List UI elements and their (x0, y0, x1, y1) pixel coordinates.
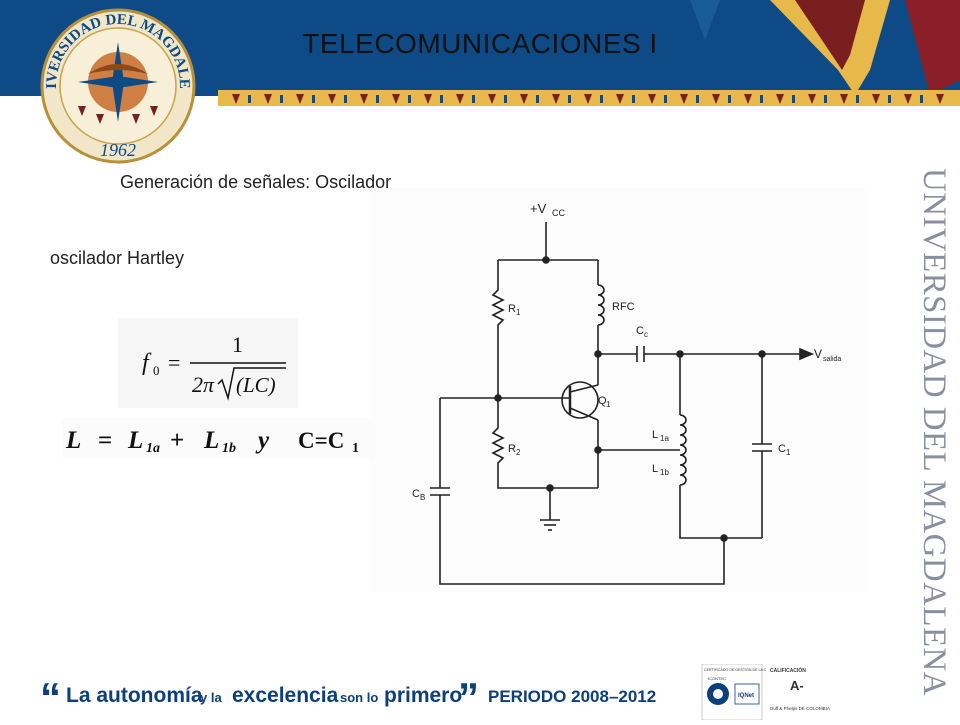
banner-stripe-pattern (232, 94, 944, 104)
q1-sub: 1 (606, 400, 611, 409)
certification-logos: CERTIFICADO DE GESTIÓN DE LA CALIDAD ICO… (700, 663, 830, 721)
tank-inductor (679, 414, 687, 486)
r1-resistor (491, 260, 505, 398)
hartley-circuit-diagram: +V CC R 1 RFC C c V salida Q 1 (370, 188, 866, 592)
formula2-equals: = (98, 427, 112, 454)
output-arrow (799, 347, 815, 361)
slogan-part-1: La autonomía (66, 684, 203, 707)
formula-radicand: (LC) (236, 373, 276, 397)
frequency-formula: f 0 = 1 2π (LC) (118, 318, 298, 408)
rfc-label: RFC (612, 301, 635, 313)
formula2-L1a: L (127, 427, 143, 454)
r2-sub: 2 (516, 448, 521, 457)
university-seal: UNIVERSIDAD DEL MAGDALENA 1962 (38, 4, 196, 164)
iqnet-logo (734, 683, 760, 705)
icontec-title: CERTIFICADO DE GESTIÓN DE LA CALIDAD (704, 667, 780, 672)
r1-label: R (508, 303, 516, 315)
section-subtitle: Generación de señales: Oscilador (120, 172, 392, 192)
sqrt-sign (217, 367, 286, 401)
close-quote: ” (458, 674, 479, 718)
cc-label: C (636, 325, 644, 337)
r1-sub: 1 (516, 308, 521, 317)
cb-label: C (412, 488, 420, 500)
q1-emitter (569, 407, 599, 421)
r2-label: R (508, 443, 516, 455)
page-title: TELECOMUNICACIONES I (302, 28, 658, 59)
formula-f-sub: 0 (153, 363, 160, 378)
formula2-L1a-sub: 1a (146, 441, 160, 456)
banner-decoration (690, 0, 960, 95)
node-tank-bottom (720, 534, 728, 542)
inductance-formula: L = L 1a + L 1b y C=C 1 (62, 418, 382, 458)
formula-equals: = (168, 350, 180, 375)
rfc-inductor (597, 284, 605, 326)
vcc-sub: CC (552, 208, 565, 218)
rating-grade: A- (790, 678, 804, 693)
formula2-L1b-sub: 1b (222, 441, 236, 456)
footer-slogan: “ La autonomía y la excelencia son lo pr… (0, 668, 680, 721)
c1-sub: 1 (786, 448, 791, 457)
vcc-label: +V (530, 201, 547, 216)
open-quote: “ (40, 674, 61, 718)
vout-label: V (814, 347, 822, 361)
q1-label: Q (598, 395, 607, 407)
formula2-plus: + (170, 427, 184, 454)
formula-numerator: 1 (232, 332, 243, 357)
formula2-L1b: L (203, 427, 219, 454)
slogan-part-5: primero (384, 684, 462, 707)
slogan-part-2: y la (200, 690, 222, 705)
side-university-text: UNIVERSIDAD DEL MAGDALENA (914, 168, 954, 698)
side-text-content: UNIVERSIDAD DEL MAGDALENA (916, 168, 952, 696)
formula2-y: y (255, 427, 270, 454)
q1-collector (569, 384, 599, 393)
iqnet-label: IQNet (738, 693, 754, 699)
formula2-c: C=C (298, 428, 344, 453)
icontec-label: ICONTEC (708, 676, 726, 681)
rating-box (766, 664, 828, 720)
l1a-sub: 1a (660, 434, 669, 443)
seal-year: 1962 (100, 140, 136, 160)
l1a-label: L (652, 429, 658, 441)
slogan-part-3: excelencia (232, 684, 339, 707)
cc-sub: c (644, 330, 648, 339)
q1-transistor (561, 381, 599, 419)
formula-f: f (142, 350, 152, 376)
formula2-c-sub: 1 (352, 441, 359, 456)
feedback-wire (439, 495, 725, 585)
formula-2pi: 2π (192, 372, 215, 397)
l1b-sub: 1b (660, 468, 669, 477)
r2-resistor (491, 398, 598, 489)
period-label: PERIODO 2008–2012 (488, 687, 656, 706)
cb-sub: B (420, 493, 425, 502)
formula2-L: L (65, 427, 81, 454)
oscillator-label: oscilador Hartley (50, 248, 185, 268)
slogan-part-4: son lo (340, 690, 378, 705)
tank-left-bottom (679, 485, 762, 539)
rating-org: Duff & Phelps DE COLOMBIA (770, 706, 830, 711)
l1b-label: L (652, 463, 658, 475)
rating-title: CALIFICACIÓN (770, 666, 806, 674)
c1-label: C (778, 443, 786, 455)
vout-sub: salida (823, 356, 841, 363)
